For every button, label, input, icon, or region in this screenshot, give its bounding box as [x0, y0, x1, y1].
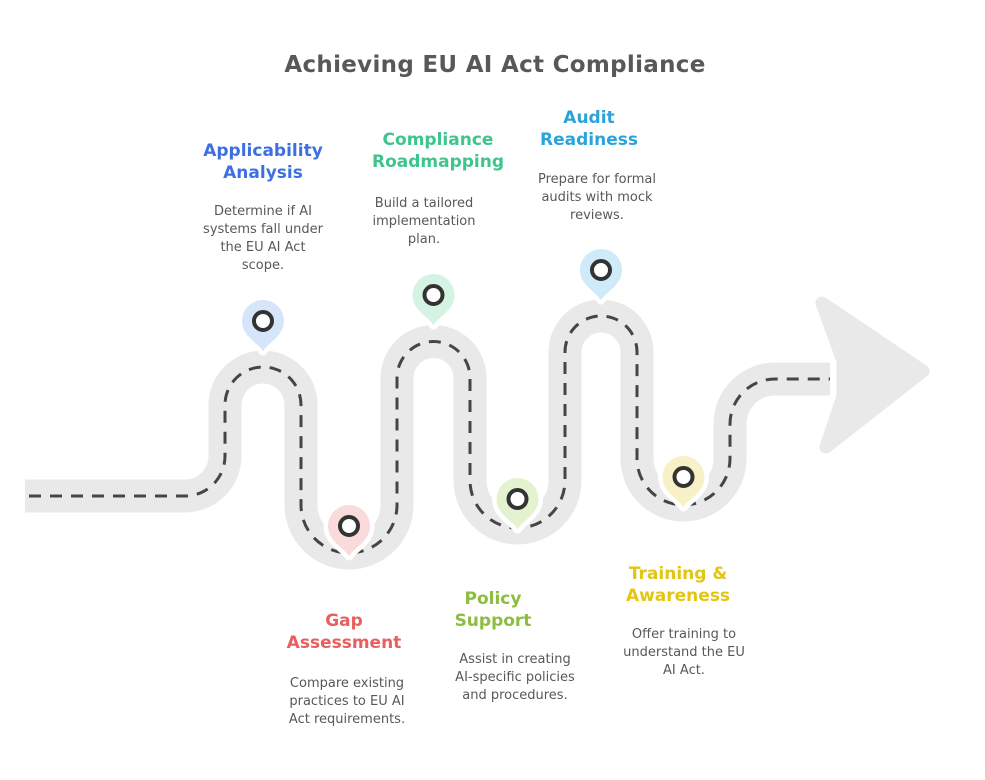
milestone-title-applicability-analysis: Applicability Analysis [203, 141, 323, 183]
map-pin-ring [672, 466, 695, 488]
milestone-desc-policy-support: Assist in creating AI-specific policies … [455, 652, 575, 703]
milestone-title-audit-readiness: Audit Readiness [540, 108, 638, 150]
map-pin-ring [252, 310, 274, 332]
map-pin-ring [590, 259, 612, 281]
milestone-title-compliance-roadmapping: Compliance Roadmapping [371, 130, 505, 172]
arrow-icon [815, 296, 930, 454]
map-pin-ring [422, 284, 445, 306]
milestone-desc-compliance-roadmapping: Build a tailored implementation plan. [372, 196, 476, 247]
milestone-pin-policy-support [492, 473, 543, 534]
milestone-desc-gap-assessment: Compare existing practices to EU AI Act … [288, 676, 406, 727]
page-title: Achieving EU AI Act Compliance [284, 52, 706, 78]
milestone-title-policy-support: Policy Support [454, 589, 532, 631]
milestone-title-gap-assessment: Gap Assessment [286, 611, 402, 653]
map-pin-ring [338, 515, 360, 537]
milestone-desc-audit-readiness: Prepare for formal audits with mock revi… [538, 172, 656, 223]
milestone-title-training-awareness: Training & Awareness [625, 564, 731, 606]
milestone-pin-gap-assessment [323, 500, 375, 561]
milestone-desc-training-awareness: Offer training to understand the EU AI A… [623, 627, 745, 678]
milestone-pin-audit-readiness [575, 244, 627, 305]
milestone-pin-training-awareness [658, 451, 709, 512]
milestone-pin-compliance-roadmapping [408, 269, 459, 330]
milestone-pin-applicability-analysis [237, 295, 289, 356]
road-center-dash [29, 314, 845, 555]
milestone-desc-applicability-analysis: Determine if AI systems fall under the E… [203, 204, 323, 273]
map-pin-ring [506, 488, 529, 510]
